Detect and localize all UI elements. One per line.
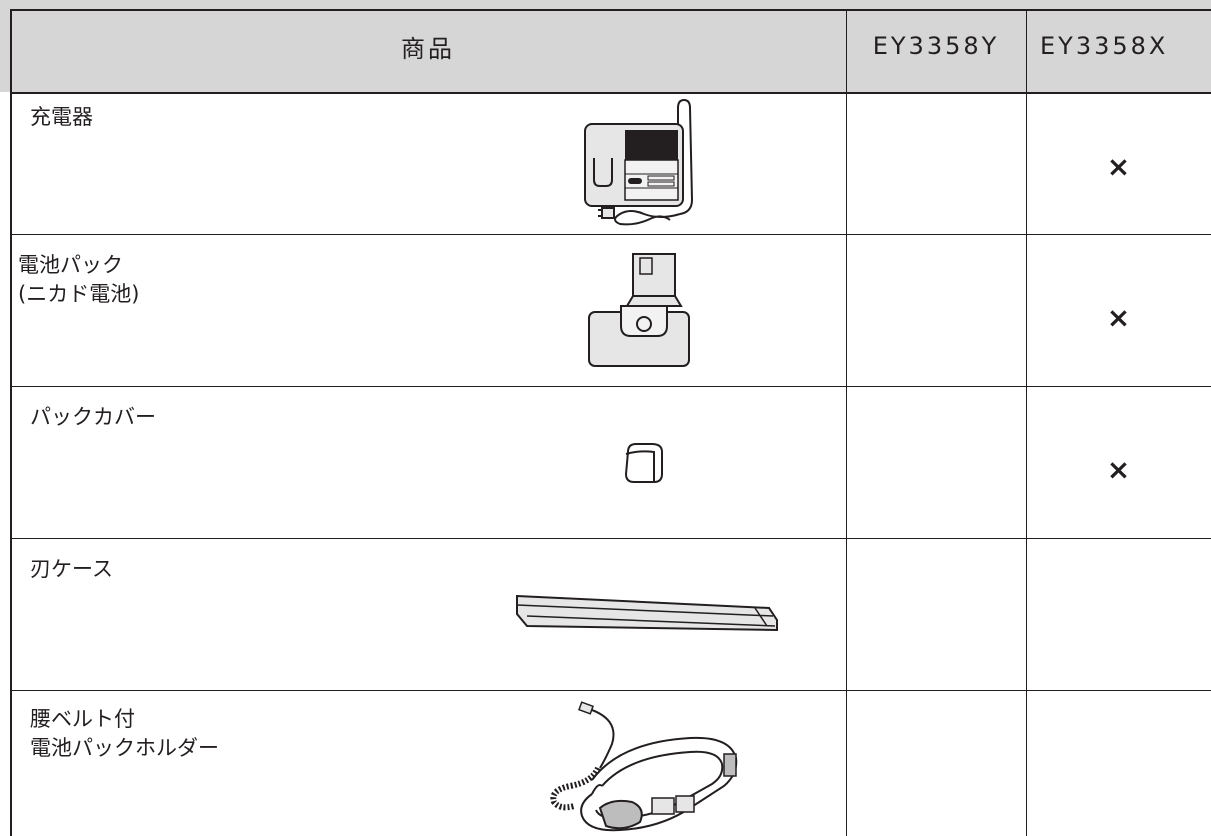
row-label-blade-case: 刃ケース <box>30 557 113 581</box>
header-product: 商品 <box>401 34 455 63</box>
row-label-charger: 充電器 <box>30 105 93 129</box>
grid-line <box>10 386 1211 387</box>
grid-line <box>10 538 1211 539</box>
mark-pack-cover-ey3358x: × <box>1106 453 1131 486</box>
charger-illustration <box>584 98 694 226</box>
row-label-battery-pack: 電池パック (ニカド電池) <box>18 253 140 306</box>
header-model-ey3358y: EY3358Y <box>872 32 1000 60</box>
grid-line <box>10 9 1211 11</box>
belt-holder-illustration <box>550 701 738 832</box>
mark-battery-pack-ey3358x: × <box>1106 301 1131 334</box>
blade-case-illustration <box>516 594 778 632</box>
row-label-belt-holder: 腰ベルト付 電池パックホルダー <box>30 707 219 760</box>
mark-charger-ey3358x: × <box>1106 150 1131 183</box>
grid-line <box>1026 9 1027 836</box>
header-model-ey3358x: EY3358X <box>1040 32 1169 60</box>
grid-line <box>846 9 847 836</box>
grid-line <box>10 9 12 836</box>
table-header-background <box>0 0 1211 92</box>
grid-line <box>10 92 1211 94</box>
pack-cover-illustration <box>624 443 663 483</box>
grid-line <box>10 234 1211 235</box>
grid-line <box>10 690 1211 691</box>
row-label-pack-cover: パックカバー <box>30 405 156 429</box>
battery-pack-illustration <box>588 253 690 367</box>
